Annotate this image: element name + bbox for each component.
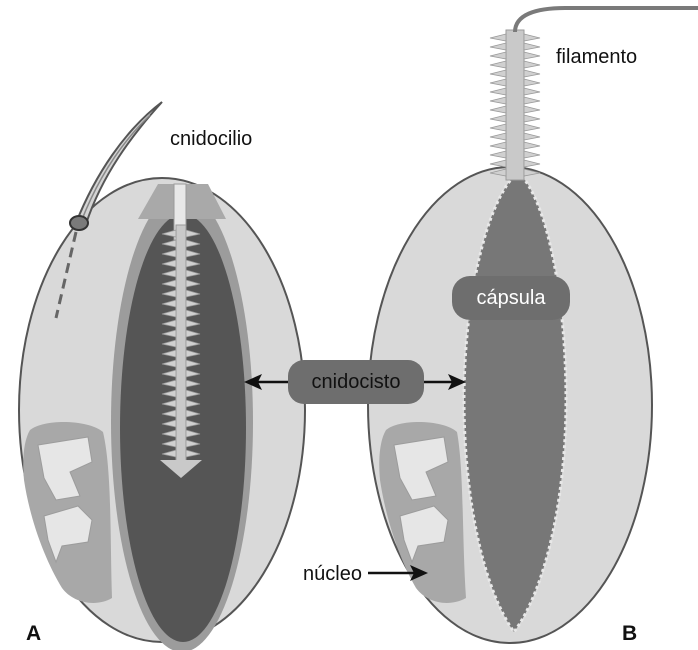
cell-a: A	[19, 102, 305, 650]
label-capsula-callout: cápsula	[452, 276, 570, 320]
nucleus-b	[379, 422, 466, 603]
panel-letter-a: A	[26, 622, 41, 645]
filament-thread	[515, 8, 698, 32]
label-cnidocisto: cnidocisto	[312, 371, 401, 393]
everted-barbed-tube	[490, 30, 540, 180]
nucleus-a	[23, 422, 112, 603]
label-filamento: filamento	[556, 46, 637, 68]
label-cnidocilio: cnidocilio	[170, 128, 252, 150]
cnidocil-base-dot	[70, 216, 88, 230]
cell-b: B	[368, 8, 698, 645]
panel-letter-b: B	[622, 622, 637, 645]
label-capsula: cápsula	[477, 287, 547, 309]
label-nucleo: núcleo	[303, 563, 362, 585]
